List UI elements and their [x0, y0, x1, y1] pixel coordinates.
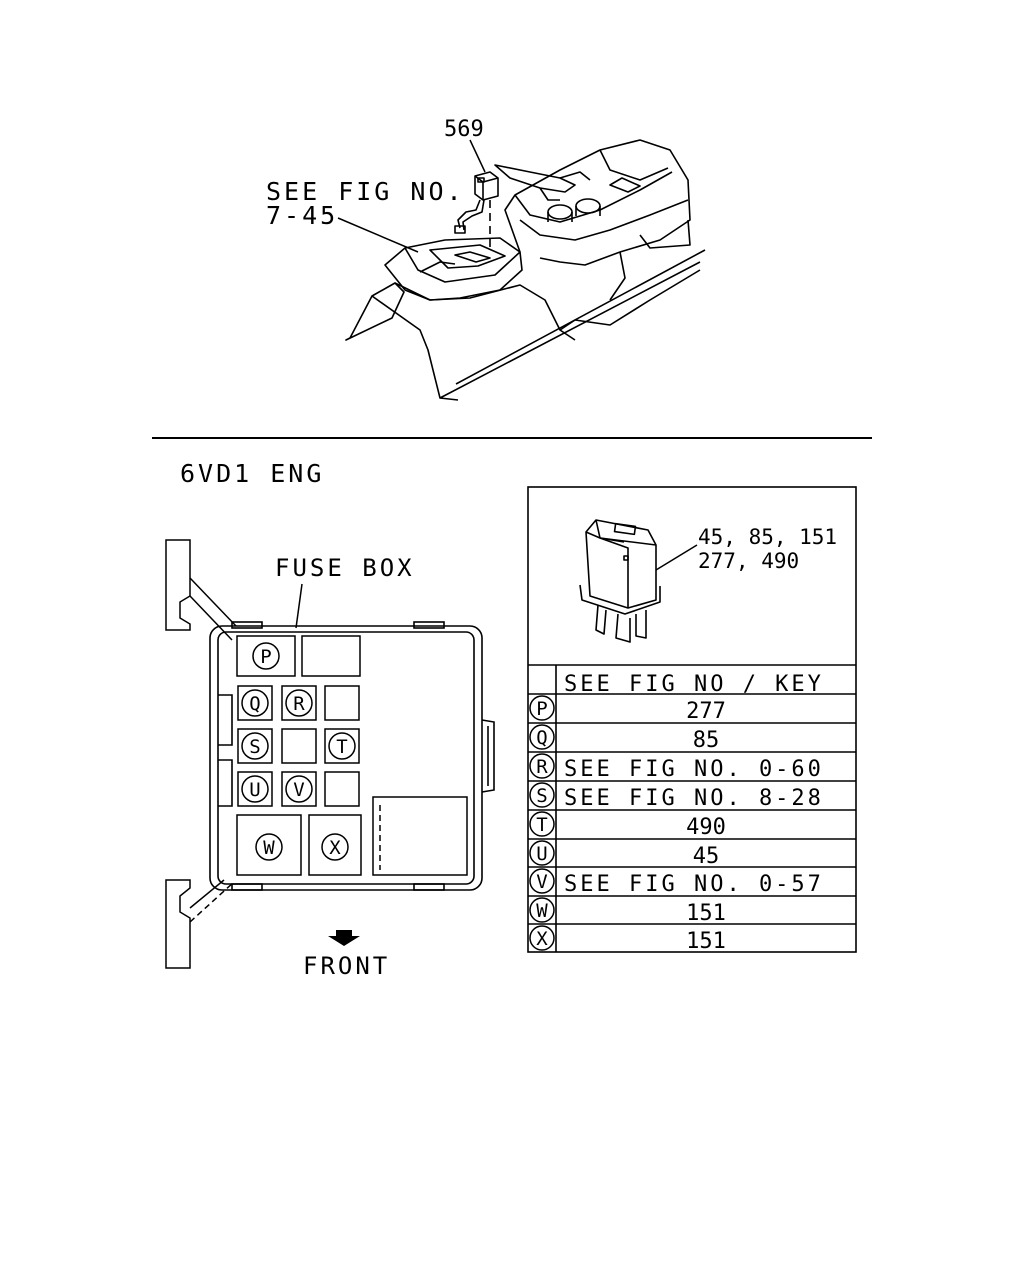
relay-leader [655, 544, 698, 571]
front-label: FRONT [303, 952, 390, 980]
fuse-box-slots [236, 635, 468, 876]
slot-empty-1 [301, 635, 361, 677]
row-value: 277 [686, 699, 726, 724]
fuse-box-leader [295, 583, 303, 629]
slot-t [324, 728, 360, 764]
row-value: 151 [686, 901, 726, 926]
table-row: P 277 [528, 693, 856, 724]
slot-u [237, 771, 273, 807]
table-row: X 151 [528, 923, 856, 954]
fuse-box-mounting-bracket [165, 539, 237, 969]
slot-empty-4 [324, 771, 360, 807]
slot-s [237, 728, 273, 764]
slot-marker-r: R [285, 689, 313, 717]
slot-p [236, 635, 296, 677]
row-value: 45 [693, 844, 720, 869]
slot-empty-3 [281, 728, 317, 764]
engine-label: 6VD1 ENG [180, 459, 324, 488]
see-fig-label-line2: 7-45 [266, 201, 338, 230]
slot-marker-x: X [321, 833, 349, 861]
slot-letter-t: T [336, 736, 347, 758]
slot-marker-s: S [241, 732, 269, 760]
table-row: S SEE FIG NO. 8-28 [528, 780, 856, 811]
slot-letter-r: R [293, 693, 305, 715]
fuse-box-title: FUSE BOX [275, 554, 415, 582]
row-value: SEE FIG NO. 0-60 [564, 757, 824, 782]
table-row: V SEE FIG NO. 0-57 [528, 866, 856, 897]
row-key: U [536, 843, 547, 865]
slot-letter-p: P [260, 646, 271, 668]
slot-marker-v: V [285, 775, 313, 803]
row-value: SEE FIG NO. 0-57 [564, 872, 824, 897]
row-value: 490 [686, 815, 726, 840]
slot-letter-v: V [293, 779, 304, 801]
row-key: W [536, 900, 548, 922]
center-console-illustration [345, 139, 706, 401]
table-row: R SEE FIG NO. 0-60 [528, 751, 856, 782]
fuse-slot-markers: P Q R S T U V W [241, 642, 356, 861]
key-table-frame [527, 486, 857, 953]
slot-marker-u: U [241, 775, 269, 803]
see-fig-7-45-leader [337, 217, 419, 253]
row-value: 151 [686, 929, 726, 954]
slot-marker-w: W [255, 833, 283, 861]
table-row: U 45 [528, 838, 856, 869]
row-key: P [536, 698, 547, 720]
see-fig-label-line1: SEE FIG NO. [266, 177, 465, 206]
key-table-header: SEE FIG NO / KEY [564, 672, 824, 697]
slot-x [308, 814, 362, 876]
row-key: V [536, 871, 547, 893]
slot-marker-q: Q [241, 689, 269, 717]
slot-v [281, 771, 317, 807]
slot-r [281, 685, 317, 721]
row-value: SEE FIG NO. 8-28 [564, 786, 824, 811]
relay-illustration [579, 519, 661, 643]
front-arrow-icon [328, 930, 360, 946]
row-key: Q [536, 727, 547, 749]
row-value: 85 [693, 728, 720, 753]
row-key: R [536, 756, 548, 778]
slot-large-block [372, 796, 468, 876]
slot-letter-u: U [249, 779, 260, 801]
row-key: T [536, 814, 547, 836]
slot-letter-s: S [249, 736, 260, 758]
slot-w [236, 814, 302, 876]
slot-q [237, 685, 273, 721]
slot-empty-2 [324, 685, 360, 721]
slot-marker-t: T [328, 732, 356, 760]
slot-letter-w: W [263, 837, 275, 859]
part-number-569: 569 [444, 117, 484, 142]
fuse-box-housing [209, 621, 495, 891]
row-key: X [536, 928, 548, 950]
row-key: S [536, 785, 547, 807]
table-row: T 490 [528, 809, 856, 840]
relay-callout-line2: 277, 490 [698, 549, 799, 573]
relay-callout-line1: 45, 85, 151 [698, 525, 837, 549]
slot-letter-q: Q [249, 693, 260, 715]
key-table-rows: P 277 Q 85 R SEE FIG NO. 0-60 S SEE FIG … [528, 693, 856, 954]
table-row: W 151 [528, 895, 856, 926]
table-row: Q 85 [528, 722, 856, 753]
slot-letter-x: X [329, 837, 341, 859]
slot-marker-p: P [252, 642, 280, 670]
part-569-leader [469, 139, 486, 173]
